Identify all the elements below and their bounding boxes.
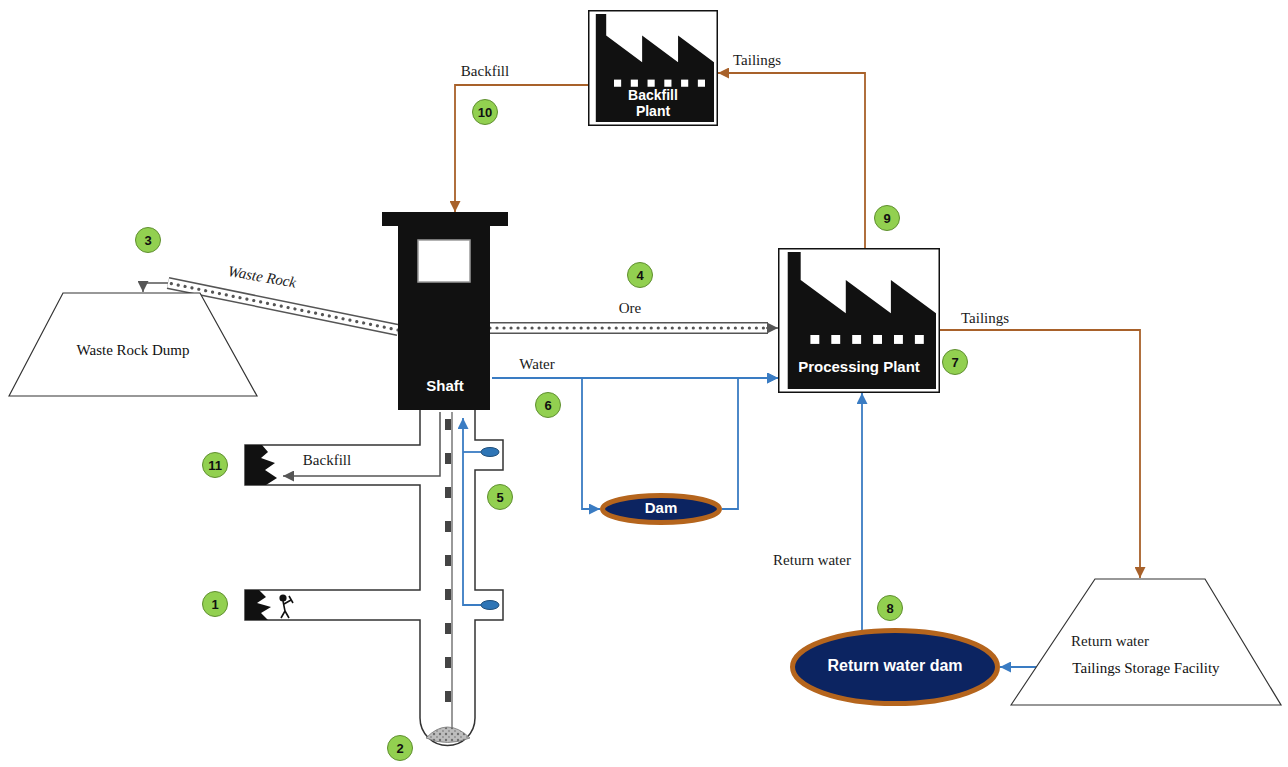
callout-number: 6 (535, 392, 561, 418)
node-label: Waste Rock Dump (77, 342, 190, 359)
pump-symbol (481, 448, 499, 457)
node-label: Dam (645, 499, 678, 516)
return-water-dam: Return water dam (790, 628, 1000, 706)
flow-label: Water (517, 356, 556, 373)
shaft-headframe: Shaft (382, 212, 508, 410)
callout-number: 9 (874, 205, 900, 231)
waste-rock-dump: Waste Rock Dump (8, 292, 258, 397)
stope-face (245, 445, 277, 485)
flow-label: Backfill (459, 63, 511, 80)
hoist-skips (445, 415, 451, 715)
underground-workings (245, 410, 503, 745)
flow-arrow (862, 393, 863, 632)
flow-label: Tailings (731, 52, 783, 69)
flow-arrow (455, 85, 588, 212)
pump-symbol (481, 601, 499, 610)
node-label: Return water dam (827, 657, 962, 675)
stope-face (245, 590, 271, 620)
node-label: Backfill Plant (613, 87, 693, 119)
callout-number: 1 (202, 591, 228, 617)
dewatering-pipe (463, 418, 481, 605)
flow-arrow (1000, 667, 1038, 668)
callout-number: 2 (387, 735, 413, 761)
flow-arrow (718, 73, 865, 248)
backfill-line (283, 412, 440, 476)
callout-number: 8 (877, 595, 903, 621)
hoist-rope (451, 412, 453, 728)
node-label: Tailings Storage Facility (1072, 660, 1219, 677)
dewatering-pipe (463, 451, 481, 453)
callout-number: 3 (135, 227, 161, 253)
callout-number: 5 (487, 484, 513, 510)
node-label: Shaft (426, 377, 464, 394)
callout-number: 10 (472, 99, 498, 125)
flow-label: Tailings (959, 310, 1011, 327)
flow-label: Ore (617, 300, 644, 317)
processing-plant: Processing Plant (778, 248, 940, 393)
flow-arrow (940, 330, 1140, 578)
flow-label: Return water (1069, 633, 1151, 650)
connectors (143, 73, 1140, 667)
ore-pile (426, 727, 470, 743)
dam: Dam (600, 493, 722, 525)
callout-number: 11 (202, 452, 228, 478)
flow-arrow (722, 378, 778, 509)
shaft-outline (245, 410, 503, 745)
callout-number: 4 (627, 262, 653, 288)
node-label: Processing Plant (798, 358, 920, 375)
flow-label: Waste Rock (225, 263, 300, 292)
miner-icon (280, 595, 293, 618)
flow-label: Return water (771, 552, 853, 569)
flow-label: Backfill (301, 452, 353, 469)
backfill-plant: Backfill Plant (588, 10, 718, 126)
conveyor-belt (490, 328, 778, 329)
callout-number: 7 (942, 349, 968, 375)
